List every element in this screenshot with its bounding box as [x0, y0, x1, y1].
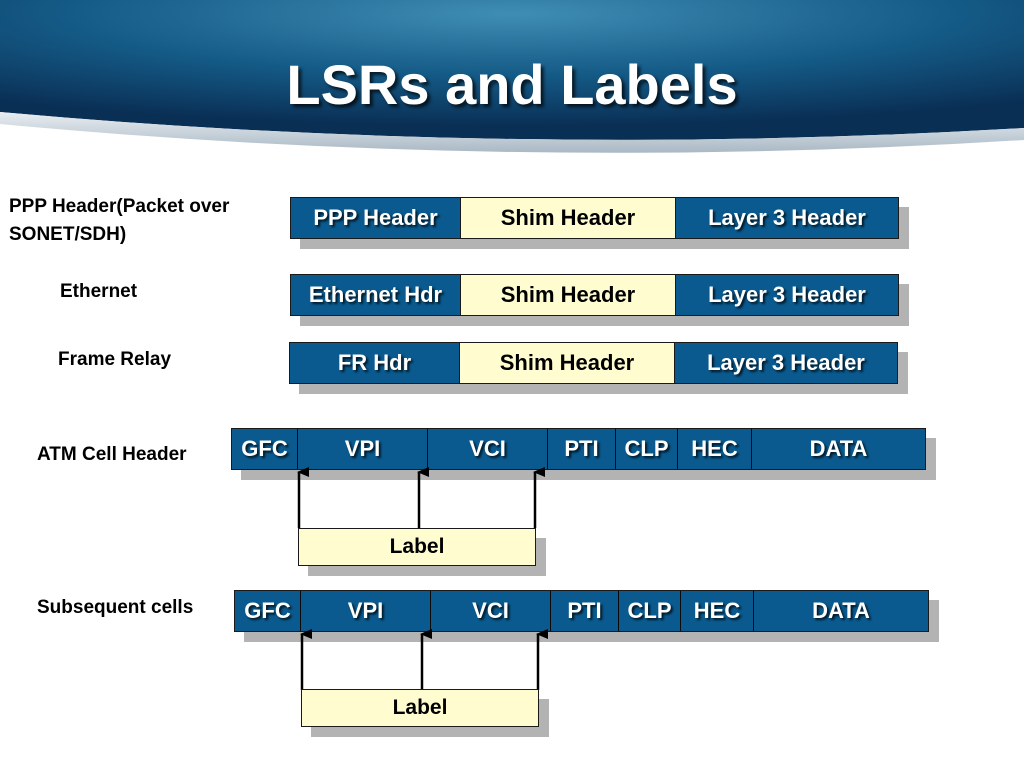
label-box: Label [298, 528, 536, 566]
page-title: LSRs and Labels [286, 53, 738, 116]
ppp-header-cell: PPP Header [291, 198, 460, 238]
subsequent-cells-bar: GFC VPI VCI PTI CLP HEC DATA [234, 590, 929, 632]
ethernet-header-cell: Ethernet Hdr [291, 275, 460, 315]
vci-field: VCI [431, 591, 551, 631]
title-banner [0, 0, 1024, 153]
clp-field: CLP [619, 591, 681, 631]
vci-field: VCI [428, 429, 548, 469]
hec-field: HEC [681, 591, 754, 631]
pti-field: PTI [551, 591, 619, 631]
subsequent-row-label: Subsequent cells [37, 597, 194, 618]
ethernet-frame-bar: Ethernet Hdr Shim Header Layer 3 Header [290, 274, 899, 316]
shim-header-cell: Shim Header [459, 343, 675, 383]
clp-field: CLP [616, 429, 678, 469]
label-box: Label [301, 689, 539, 727]
shim-header-cell: Shim Header [460, 275, 676, 315]
ppp-frame-bar: PPP Header Shim Header Layer 3 Header [290, 197, 899, 239]
ethernet-row-label: Ethernet [60, 281, 138, 302]
hec-field: HEC [678, 429, 752, 469]
shim-header-cell: Shim Header [460, 198, 676, 238]
data-field: DATA [754, 591, 928, 631]
layer3-header-cell: Layer 3 Header [676, 275, 898, 315]
gfc-field: GFC [235, 591, 301, 631]
layer3-header-cell: Layer 3 Header [676, 198, 898, 238]
pti-field: PTI [548, 429, 616, 469]
ppp-row-label: PPP Header(Packet over SONET/SDH) [9, 196, 230, 245]
atm-row-label: ATM Cell Header [37, 444, 187, 465]
fr-header-cell: FR Hdr [290, 343, 459, 383]
vpi-field: VPI [301, 591, 431, 631]
gfc-field: GFC [232, 429, 298, 469]
frame-relay-row-label: Frame Relay [58, 349, 172, 370]
frame-relay-frame-bar: FR Hdr Shim Header Layer 3 Header [289, 342, 898, 384]
layer3-header-cell: Layer 3 Header [675, 343, 897, 383]
atm-cell-header-bar: GFC VPI VCI PTI CLP HEC DATA [231, 428, 926, 470]
vpi-field: VPI [298, 429, 428, 469]
data-field: DATA [752, 429, 925, 469]
